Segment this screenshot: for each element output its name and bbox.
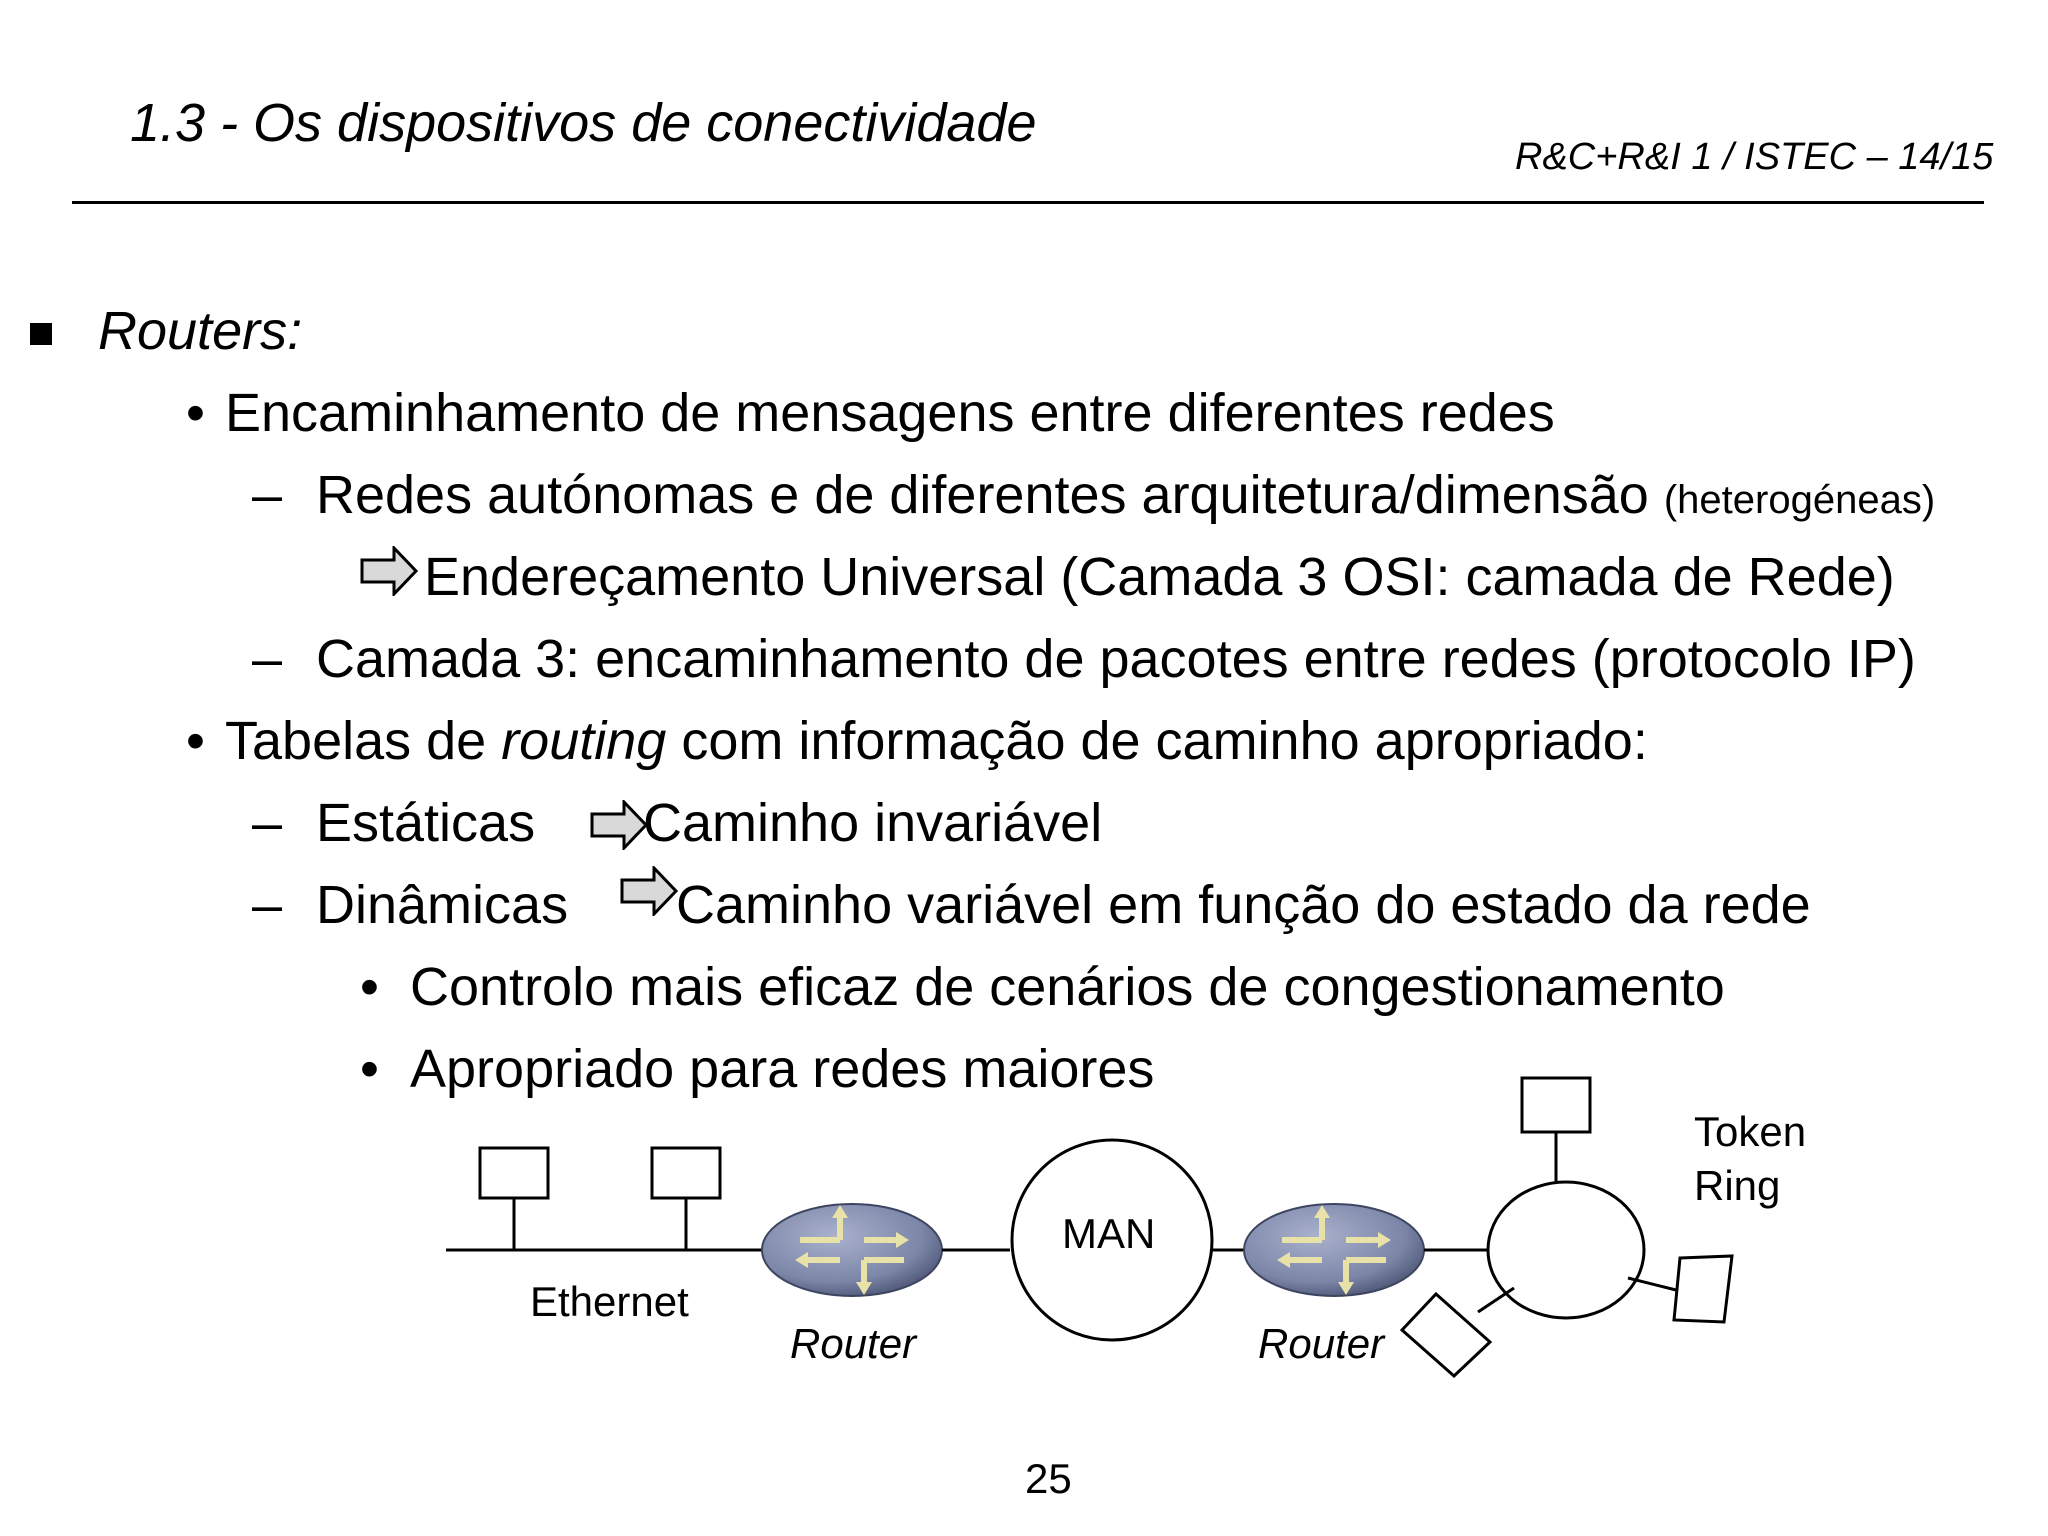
dash-icon: –: [252, 465, 283, 525]
bullet-encaminhamento: Encaminhamento de mensagens entre difere…: [225, 383, 1555, 443]
host-icon: [1520, 1076, 1592, 1134]
router-icon: [761, 1203, 943, 1297]
dash-icon: –: [252, 629, 283, 689]
dash-icon: –: [252, 875, 283, 935]
item-dinamicas-result: Caminho variável em função do estado da …: [676, 875, 1811, 935]
course-label: R&C+R&I 1 / ISTEC – 14/15: [1515, 136, 1994, 178]
item-dinamicas-label: Dinâmicas: [316, 875, 569, 935]
host-icon: [478, 1146, 550, 1200]
label-router-2: Router: [1258, 1320, 1385, 1367]
token-ring: [1486, 1180, 1646, 1320]
bullet-tabelas-post: com informação de caminho apropriado:: [666, 711, 1648, 771]
bullet-dot-icon: •: [360, 1039, 379, 1099]
item-controlo: Controlo mais eficaz de cenários de cong…: [410, 957, 1725, 1017]
arrow-right-icon: [620, 866, 678, 916]
host-icon: [650, 1146, 722, 1200]
note-heterogeneas: (heterogéneas): [1663, 478, 1936, 522]
bullet-tabelas: Tabelas de routing com informação de cam…: [225, 710, 1648, 772]
slide-title: 1.3 - Os dispositivos de conectividade: [130, 93, 1037, 153]
arrow-right-icon: [590, 800, 648, 850]
arrow-right-icon: [360, 546, 418, 596]
square-bullet-icon: [30, 323, 52, 345]
item-redes-autonomas: Redes autónomas e de diferentes arquitet…: [316, 464, 1935, 526]
item-camada3: Camada 3: encaminhamento de pacotes entr…: [316, 629, 1916, 689]
label-ethernet: Ethernet: [530, 1278, 689, 1325]
host-icon: [1399, 1291, 1493, 1379]
page-number: 25: [1025, 1455, 1072, 1502]
label-token: Token: [1694, 1108, 1807, 1155]
bullet-tabelas-pre: Tabelas de: [225, 711, 502, 771]
label-man: MAN: [1062, 1210, 1156, 1257]
dash-icon: –: [252, 793, 283, 853]
item-apropriado: Apropriado para redes maiores: [410, 1039, 1155, 1099]
label-router-1: Router: [790, 1320, 917, 1367]
bullet-tabelas-em: routing: [501, 711, 667, 771]
host-icon: [1672, 1254, 1734, 1324]
bullet-dot-icon: •: [186, 383, 205, 443]
man-cloud: [1010, 1138, 1214, 1342]
item-estaticas-result: Caminho invariável: [643, 793, 1103, 853]
bullet-dot-icon: •: [360, 957, 379, 1017]
item-enderecamento: Endereçamento Universal (Camada 3 OSI: c…: [424, 547, 1895, 607]
label-ring: Ring: [1694, 1162, 1781, 1209]
item-estaticas-label: Estáticas: [316, 793, 536, 853]
header-rule: [72, 201, 1984, 204]
heading-routers: Routers:: [98, 301, 303, 361]
router-icon: [1243, 1203, 1425, 1297]
bullet-dot-icon: •: [186, 711, 205, 771]
item-redes-autonomas-text: Redes autónomas e de diferentes arquitet…: [316, 465, 1649, 525]
